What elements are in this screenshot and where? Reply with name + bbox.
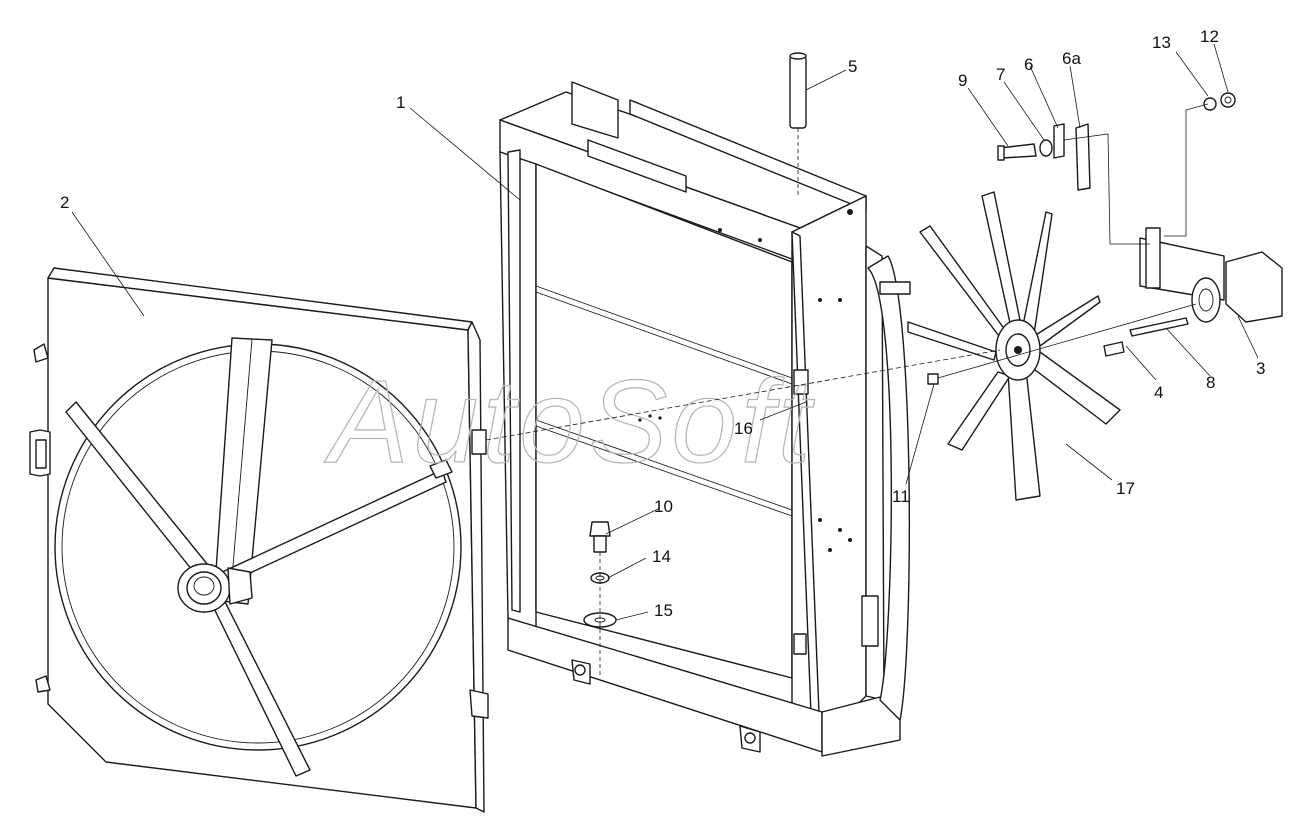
callout-13: 13 bbox=[1152, 33, 1171, 52]
callout-10: 10 bbox=[654, 497, 673, 516]
fan-drive bbox=[927, 227, 1283, 385]
fan-shroud bbox=[29, 267, 489, 813]
callout-8: 8 bbox=[1206, 373, 1215, 392]
callout-4: 4 bbox=[1154, 383, 1163, 402]
callout-11: 11 bbox=[892, 487, 910, 506]
callout-2: 2 bbox=[60, 193, 69, 212]
callout-1: 1 bbox=[396, 93, 405, 112]
callout-17: 17 bbox=[1116, 479, 1135, 498]
callout-15: 15 bbox=[654, 601, 673, 620]
callout-14: 14 bbox=[652, 547, 671, 566]
fan bbox=[907, 191, 1121, 501]
bolt-and-washers bbox=[583, 521, 617, 678]
callout-labels: 1 2 3 4 5 6 6a 7 8 9 10 11 12 13 14 15 1… bbox=[60, 27, 1265, 620]
callout-3: 3 bbox=[1256, 359, 1265, 378]
watermark: AutoSoft bbox=[324, 356, 815, 488]
bracket-hardware bbox=[997, 92, 1236, 245]
callout-5: 5 bbox=[848, 57, 857, 76]
callout-16: 16 bbox=[734, 419, 753, 438]
leader-lines bbox=[71, 43, 1259, 621]
callout-7: 7 bbox=[996, 65, 1005, 84]
callout-6: 6 bbox=[1024, 55, 1033, 74]
callout-9: 9 bbox=[958, 71, 967, 90]
callout-12: 12 bbox=[1200, 27, 1219, 46]
callout-6a: 6a bbox=[1062, 49, 1081, 68]
radiator-frame bbox=[471, 81, 911, 757]
pin bbox=[789, 52, 807, 196]
